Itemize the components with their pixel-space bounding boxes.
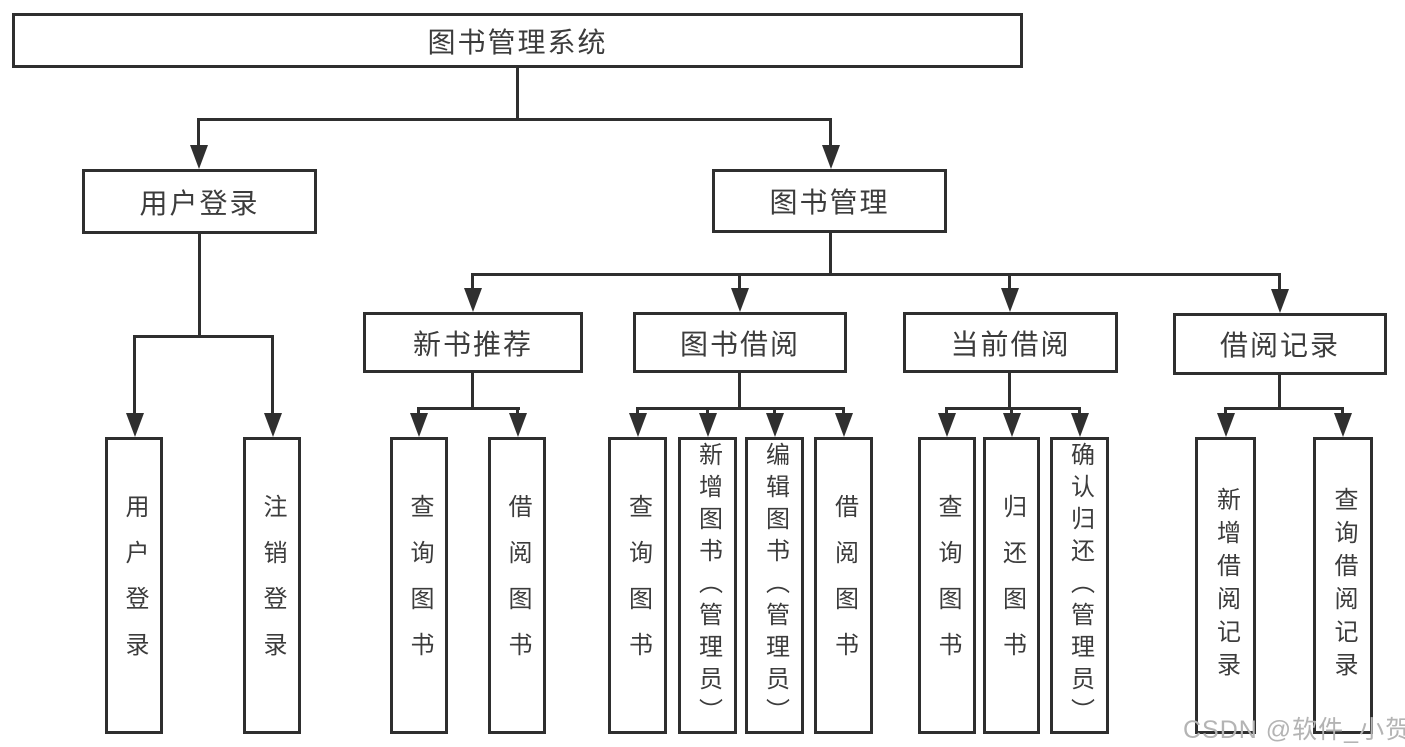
connector-drop-login — [133, 335, 136, 417]
node-add-book-admin-leaf: 新增图书（管理员） — [678, 437, 737, 734]
arrow-down-icon — [938, 413, 956, 437]
connector-drop-add-book — [706, 407, 709, 418]
node-lend-books-leaf: 借阅图书 — [814, 437, 873, 734]
node-label: 新增借阅记录 — [1212, 486, 1240, 685]
node-current-borrowing: 当前借阅 — [903, 312, 1118, 373]
node-label: 确认归还（管理员） — [1066, 441, 1094, 730]
node-library-management-system: 图书管理系统 — [12, 13, 1023, 68]
csdn-watermark: CSDN @软件_小贺同学 — [1183, 716, 1405, 744]
node-new-book-recommendation: 新书推荐 — [363, 312, 583, 373]
node-user-login: 用户登录 — [82, 169, 317, 234]
node-label: 用户登录 — [121, 493, 148, 678]
connector-book-borrowing-split — [636, 407, 845, 410]
node-return-book-leaf: 归还图书 — [983, 437, 1040, 734]
arrow-down-icon — [822, 145, 840, 169]
arrow-down-icon — [264, 413, 282, 437]
node-label: 图书借阅 — [679, 328, 800, 360]
node-confirm-return-admin-leaf: 确认归还（管理员） — [1050, 437, 1109, 734]
node-label: 查询图书 — [406, 493, 433, 678]
node-query-borrow-record-leaf: 查询借阅记录 — [1313, 437, 1373, 734]
node-add-borrow-record-leaf: 新增借阅记录 — [1195, 437, 1256, 734]
connector-user-login-split — [133, 335, 274, 338]
node-label: 借阅记录 — [1219, 330, 1340, 361]
node-query-books-leaf: 查询图书 — [390, 437, 448, 734]
arrow-down-icon — [464, 288, 482, 312]
connector-drop-query-books — [417, 407, 420, 418]
connector-drop-add-record — [1224, 407, 1227, 418]
arrow-down-icon — [1003, 413, 1021, 437]
node-user-login-leaf: 用户登录 — [105, 437, 163, 734]
connector-root-split — [197, 118, 832, 121]
arrow-down-icon — [766, 413, 784, 437]
node-label: 图书管理系统 — [427, 26, 608, 58]
arrow-down-icon — [731, 288, 749, 312]
node-book-management: 图书管理 — [712, 169, 947, 233]
node-label: 注销登录 — [259, 493, 286, 678]
node-label: 编辑图书（管理员） — [761, 441, 789, 730]
node-label: 归还图书 — [998, 493, 1026, 678]
arrow-down-icon — [190, 145, 208, 169]
arrow-down-icon — [126, 413, 144, 437]
node-lend-books-leaf: 借阅图书 — [488, 437, 546, 734]
connector-drop-book-management — [829, 118, 832, 150]
connector-drop-current-borrowing — [1008, 273, 1011, 291]
connector-root-trunk — [516, 66, 519, 120]
connector-drop-confirm-return — [1078, 407, 1081, 418]
arrow-down-icon — [1271, 289, 1289, 313]
node-book-borrowing: 图书借阅 — [633, 312, 847, 373]
connector-new-book-split — [417, 407, 520, 410]
node-label: 新增图书（管理员） — [694, 441, 722, 730]
node-label: 新书推荐 — [412, 328, 533, 360]
connector-drop-borrow-records — [1278, 273, 1281, 291]
arrow-down-icon — [835, 413, 853, 437]
connector-drop-logout — [271, 335, 274, 417]
node-label: 查询图书 — [624, 493, 652, 678]
connector-user-login-trunk — [198, 234, 201, 338]
node-logout-leaf: 注销登录 — [243, 437, 301, 734]
connector-new-book-trunk — [471, 373, 474, 410]
arrow-down-icon — [699, 413, 717, 437]
node-label: 查询借阅记录 — [1330, 486, 1357, 685]
connector-drop-new-book — [471, 273, 474, 291]
arrow-down-icon — [509, 413, 527, 437]
connector-drop-query-books — [636, 407, 639, 418]
node-query-books-leaf: 查询图书 — [918, 437, 976, 734]
connector-borrow-records-trunk — [1278, 375, 1281, 410]
node-label: 当前借阅 — [950, 328, 1071, 360]
connector-drop-query-record — [1341, 407, 1344, 418]
arrow-down-icon — [629, 413, 647, 437]
node-query-books-leaf: 查询图书 — [608, 437, 667, 734]
connector-book-borrowing-trunk — [738, 373, 741, 410]
connector-current-borrowing-split — [945, 407, 1081, 410]
connector-drop-edit-book — [773, 407, 776, 418]
node-label: 借阅图书 — [504, 493, 531, 678]
node-label: 查询图书 — [934, 493, 961, 678]
node-label: 图书管理 — [769, 187, 890, 218]
connector-drop-return-book — [1010, 407, 1013, 418]
connector-current-borrowing-trunk — [1008, 373, 1011, 410]
connector-book-management-trunk — [829, 233, 832, 275]
node-label: 用户登录 — [139, 187, 260, 219]
node-label: 借阅图书 — [830, 493, 858, 678]
connector-drop-lend-books — [516, 407, 519, 418]
node-borrow-records: 借阅记录 — [1173, 313, 1387, 375]
connector-borrow-records-split — [1224, 407, 1344, 410]
node-edit-book-admin-leaf: 编辑图书（管理员） — [745, 437, 804, 734]
arrow-down-icon — [410, 413, 428, 437]
arrow-down-icon — [1071, 413, 1089, 437]
arrow-down-icon — [1334, 413, 1352, 437]
arrow-down-icon — [1217, 413, 1235, 437]
connector-drop-lend-books — [842, 407, 845, 418]
connector-drop-book-borrowing — [738, 273, 741, 291]
arrow-down-icon — [1001, 288, 1019, 312]
connector-drop-user-login — [197, 118, 200, 150]
connector-book-management-split — [471, 273, 1281, 276]
connector-drop-query-books — [945, 407, 948, 418]
